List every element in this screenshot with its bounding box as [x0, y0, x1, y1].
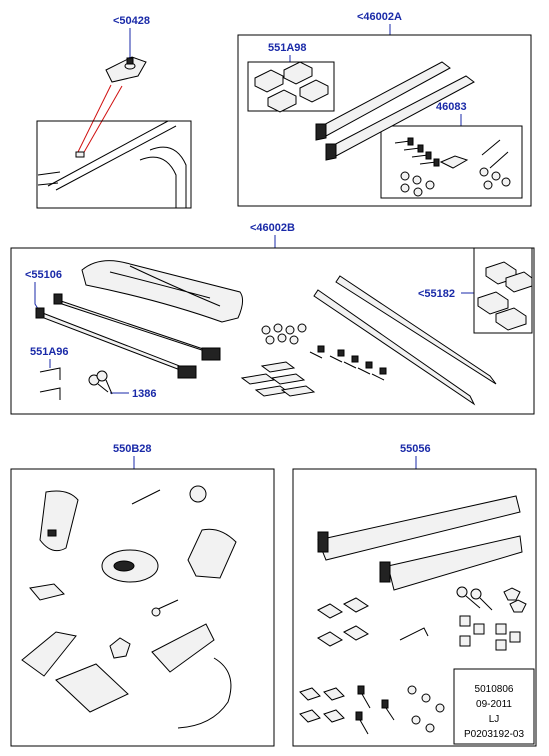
- roof-mount-bracket: [105, 56, 147, 83]
- mounting-pads-55056: [299, 587, 527, 735]
- frame-46002b: [10, 247, 535, 415]
- lock-keys-1386: [88, 370, 113, 395]
- crossbar-pair-46002a: [315, 61, 475, 161]
- fitting-kit-46083: [394, 137, 511, 197]
- frame-550b28: [10, 468, 275, 747]
- ski-holder-parts-550b28: [21, 485, 237, 729]
- reference-id: P0203192-03: [464, 729, 524, 740]
- callout-1386: 1386: [132, 388, 156, 400]
- clamp-set-46002b: [240, 361, 316, 397]
- callout-50428: <50428: [113, 15, 150, 27]
- rubber-pads-55182: [477, 261, 533, 331]
- hex-keys-551a96: [39, 367, 61, 400]
- reference-initials: LJ: [489, 714, 500, 725]
- callout-55182: <55182: [418, 288, 455, 300]
- reference-date: 09-2011: [476, 699, 512, 710]
- washers-bolts-46002b: [261, 323, 387, 381]
- callout-46002b: <46002B: [250, 222, 295, 234]
- callout-551a96: 551A96: [30, 346, 69, 358]
- roof-detail-inset: [36, 120, 192, 209]
- frame-46002a: [237, 34, 532, 207]
- callout-551a98: 551A98: [268, 42, 307, 54]
- callout-46083: 46083: [436, 101, 467, 113]
- rubber-pads-551a98: [254, 61, 329, 113]
- frame-reference: [453, 668, 535, 745]
- callout-46002a: <46002A: [357, 11, 402, 23]
- crossbar-pair-55182: [313, 275, 497, 406]
- frame-55056: [292, 468, 537, 747]
- callout-55056: 55056: [400, 443, 431, 455]
- reference-code: 5010806: [475, 684, 514, 695]
- callout-55106: <55106: [25, 269, 62, 281]
- frame-551a98: [247, 61, 335, 112]
- frame-46083: [380, 125, 523, 199]
- callout-550b28: 550B28: [113, 443, 152, 455]
- crossbar-pair-46002b: [35, 293, 221, 379]
- leader-lines: [34, 24, 474, 469]
- frame-55182: [473, 247, 533, 334]
- keys-55056: [456, 586, 493, 611]
- ski-carrier-55056: [317, 495, 523, 591]
- storage-bag: [81, 260, 244, 323]
